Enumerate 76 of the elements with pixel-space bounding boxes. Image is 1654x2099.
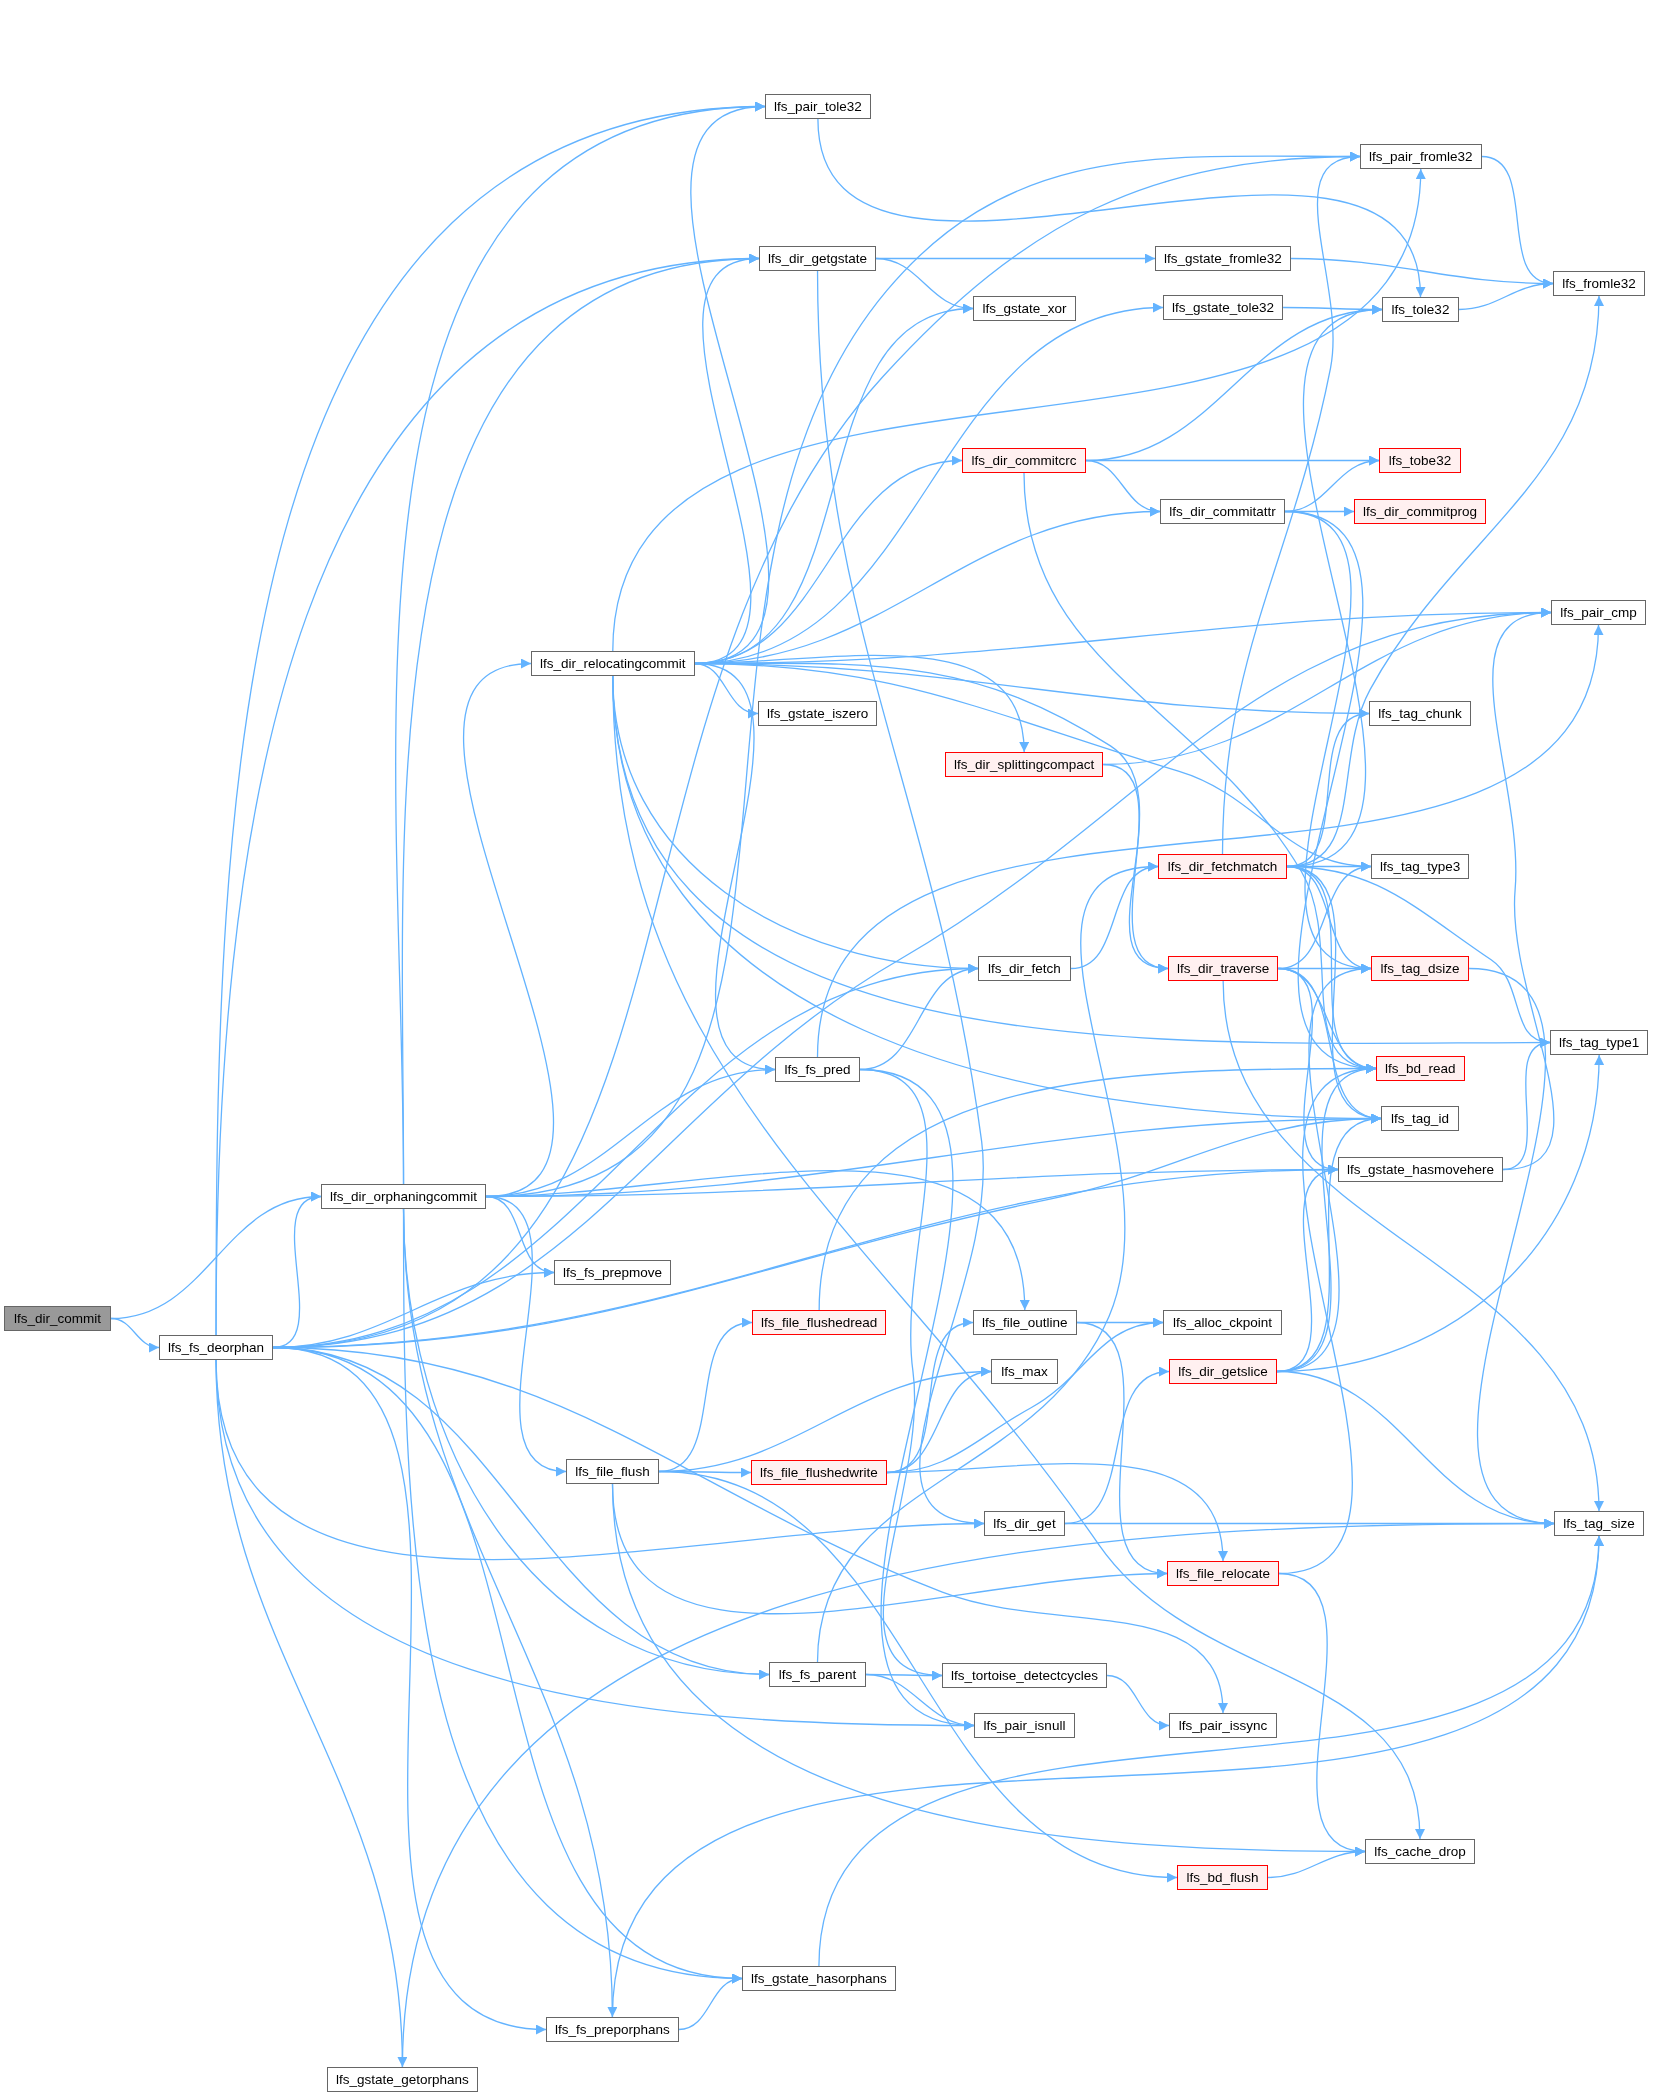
call-arrow — [401, 1518, 1555, 2068]
call-arrow — [1492, 608, 1555, 1171]
function-box: lfs_tortoise_detectcycles — [942, 1663, 1108, 1688]
call-arrow — [816, 863, 1159, 1663]
function-box: lfs_fs_parent — [769, 1662, 866, 1687]
function-box: lfs_tag_chunk — [1369, 701, 1471, 726]
function-box: lfs_bd_flush — [1177, 1865, 1268, 1890]
function-box: lfs_tobe32 — [1379, 448, 1461, 473]
function-box: lfs_alloc_ckpoint — [1163, 1310, 1282, 1335]
function-box: lfs_pair_tole32 — [765, 94, 871, 119]
function-box: lfs_dir_splittingcompact — [945, 752, 1104, 777]
function-box: lfs_tag_type3 — [1371, 854, 1470, 879]
function-box: lfs_gstate_getorphans — [327, 2067, 478, 2092]
call-arrow — [1286, 295, 1604, 868]
call-arrow — [1221, 152, 1361, 855]
function-box: lfs_fromle32 — [1553, 271, 1645, 296]
function-box: lfs_tole32 — [1382, 297, 1459, 322]
call-arrow — [612, 675, 1424, 1840]
call-arrow — [402, 1208, 617, 2018]
call-arrow — [1267, 1847, 1366, 1879]
function-box: lfs_dir_getslice — [1169, 1359, 1277, 1384]
function-box: lfs_dir_commitcrc — [962, 448, 1086, 473]
function-box: lfs_file_relocate — [1167, 1561, 1279, 1586]
function-box: lfs_dir_fetch — [978, 956, 1071, 981]
call-arrow — [485, 1195, 567, 1475]
function-box: lfs_pair_issync — [1169, 1713, 1277, 1738]
function-box: lfs_dir_orphaningcommit — [321, 1184, 487, 1209]
call-arrow — [678, 1974, 743, 2031]
function-box: lfs_bd_read — [1376, 1056, 1465, 1081]
function-box: lfs_dir_traverse — [1168, 956, 1279, 981]
function-box: lfs_file_flushedread — [752, 1310, 887, 1335]
function-box: lfs_gstate_tole32 — [1163, 295, 1284, 320]
function-box: lfs_pair_fromle32 — [1360, 144, 1482, 169]
call-arrow — [886, 1462, 1227, 1562]
call-arrow — [1102, 763, 1169, 972]
call-arrow — [612, 168, 1424, 652]
function-box: lfs_fs_deorphan — [159, 1335, 274, 1360]
call-arrow — [816, 270, 985, 1527]
call-arrow — [865, 1673, 975, 1730]
function-box: lfs_dir_get — [984, 1511, 1065, 1536]
function-box: lfs_tag_dsize — [1371, 956, 1469, 981]
call-arrow — [658, 1470, 1178, 1882]
function-box: lfs_dir_relocatingcommit — [531, 651, 695, 676]
function-box: lfs_dir_commit — [4, 1306, 111, 1331]
function-box: lfs_max — [991, 1359, 1058, 1384]
call-arrow — [215, 1359, 407, 2068]
call-arrow — [817, 118, 1424, 298]
function-box: lfs_gstate_iszero — [758, 701, 878, 726]
function-box: lfs_gstate_hasmovehere — [1338, 1157, 1504, 1182]
function-box: lfs_dir_commitprog — [1354, 499, 1487, 524]
function-box: lfs_file_flushedwrite — [751, 1460, 887, 1485]
function-box: lfs_tag_type1 — [1550, 1030, 1649, 1055]
function-box: lfs_file_flush — [566, 1459, 659, 1484]
function-box: lfs_dir_commitattr — [1160, 499, 1285, 524]
function-box: lfs_tag_size — [1554, 1511, 1644, 1536]
function-box: lfs_tag_id — [1381, 1106, 1459, 1131]
function-box: lfs_fs_pred — [775, 1057, 860, 1082]
function-box: lfs_fs_prepmove — [554, 1260, 672, 1285]
function-box: lfs_gstate_xor — [973, 296, 1076, 321]
function-box: lfs_pair_cmp — [1551, 600, 1646, 625]
call-arrow — [1458, 279, 1554, 311]
function-box: lfs_gstate_fromle32 — [1155, 246, 1291, 271]
function-box: lfs_file_outline — [973, 1310, 1077, 1335]
call-arrow — [816, 624, 1602, 1058]
function-box: lfs_pair_isnull — [974, 1713, 1075, 1738]
call-arrow — [463, 661, 554, 1198]
function-box: lfs_cache_drop — [1365, 1839, 1475, 1864]
call-arrow — [875, 257, 974, 313]
call-arrow — [110, 1317, 160, 1352]
function-box: lfs_dir_getgstate — [759, 246, 877, 271]
call-arrow — [1106, 1674, 1170, 1730]
function-box: lfs_fs_preporphans — [546, 2017, 679, 2042]
call-arrow — [1222, 980, 1603, 1512]
function-box: lfs_gstate_hasorphans — [742, 1966, 896, 1991]
function-box: lfs_dir_fetchmatch — [1158, 854, 1287, 879]
call-arrow — [1085, 459, 1161, 516]
